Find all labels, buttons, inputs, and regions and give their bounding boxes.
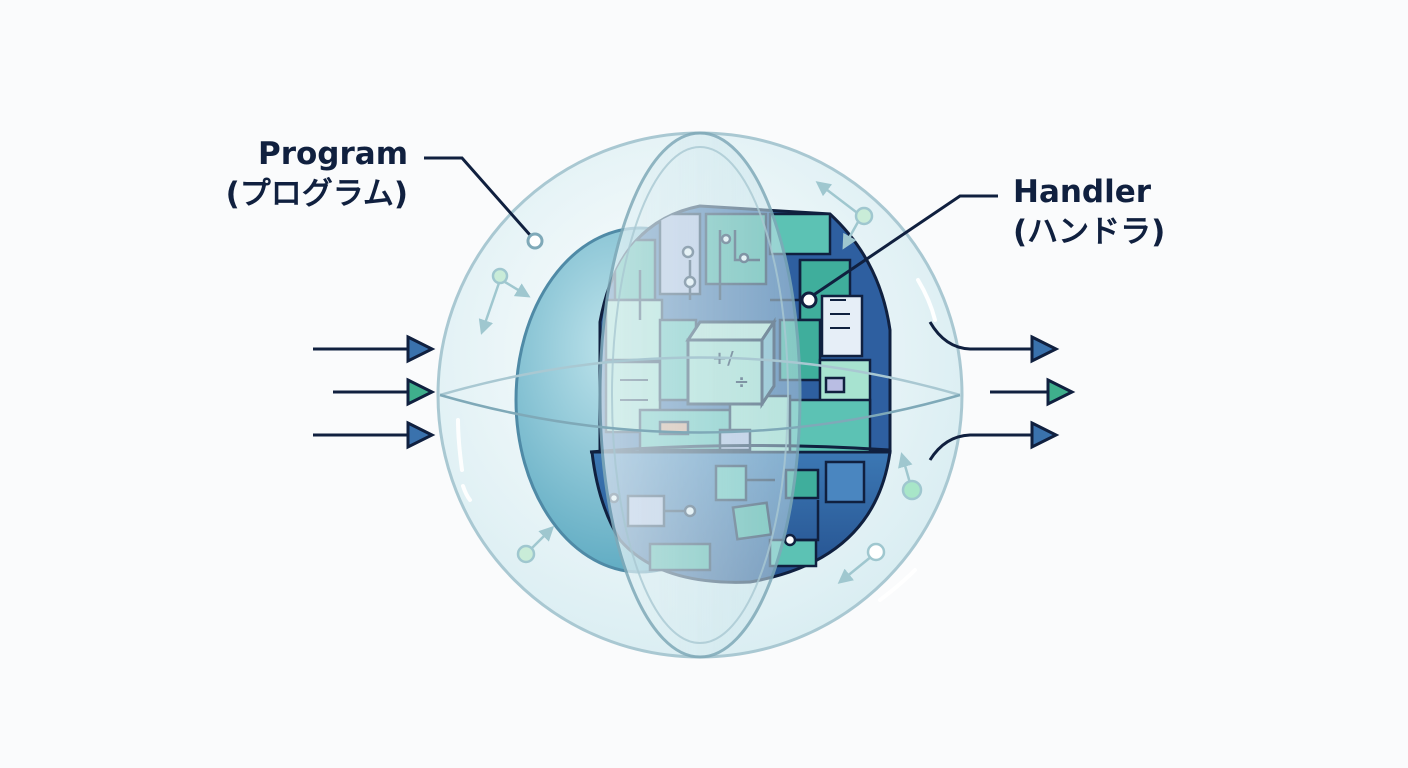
equator-ring-back (439, 356, 961, 397)
vertical-shell-inner-rim (611, 146, 789, 644)
input-arrows (313, 334, 436, 450)
program-label-subtitle: (プログラム) (225, 176, 408, 212)
handler-leader (800, 194, 998, 309)
program-leader (424, 156, 544, 250)
sphere-highlights (456, 278, 937, 602)
equator-ring-front (439, 393, 961, 434)
floating-nodes (478, 181, 923, 584)
vertical-shell (598, 131, 802, 659)
handler-label-subtitle: (ハンドラ) (1013, 214, 1166, 250)
program-label-title: Program (257, 136, 408, 172)
output-arrows (928, 321, 1076, 461)
program-label: Program (プログラム) (226, 134, 408, 214)
handler-label-title: Handler (1013, 174, 1152, 210)
handler-label: Handler (ハンドラ) (1013, 172, 1165, 252)
